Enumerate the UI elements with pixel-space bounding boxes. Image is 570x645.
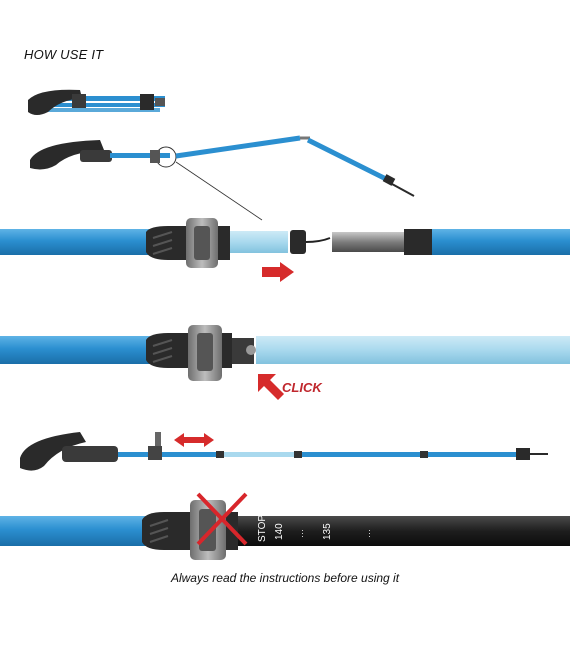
scale-stop: STOP [257, 515, 268, 542]
double-arrow-icon [174, 433, 214, 447]
detail-locked [0, 325, 570, 381]
detail-stop: STOP 140 ··· 135 ··· [0, 500, 570, 560]
scale-140: 140 [274, 523, 285, 540]
cross-icon [196, 492, 248, 546]
scale-dot-2: ··· [364, 529, 374, 538]
scale-135: 135 [322, 523, 333, 540]
click-label: CLICK [282, 380, 322, 395]
right-arrow-icon [262, 262, 294, 282]
scale-dot-1: ··· [297, 529, 307, 538]
detail-insert [0, 218, 570, 268]
footer-note: Always read the instructions before usin… [170, 571, 400, 585]
click-arrow-icon [258, 374, 284, 400]
unfolding-pole [30, 135, 415, 221]
heading: HOW USE IT [24, 47, 104, 62]
folded-pole [28, 89, 165, 115]
extended-pole [20, 432, 548, 471]
